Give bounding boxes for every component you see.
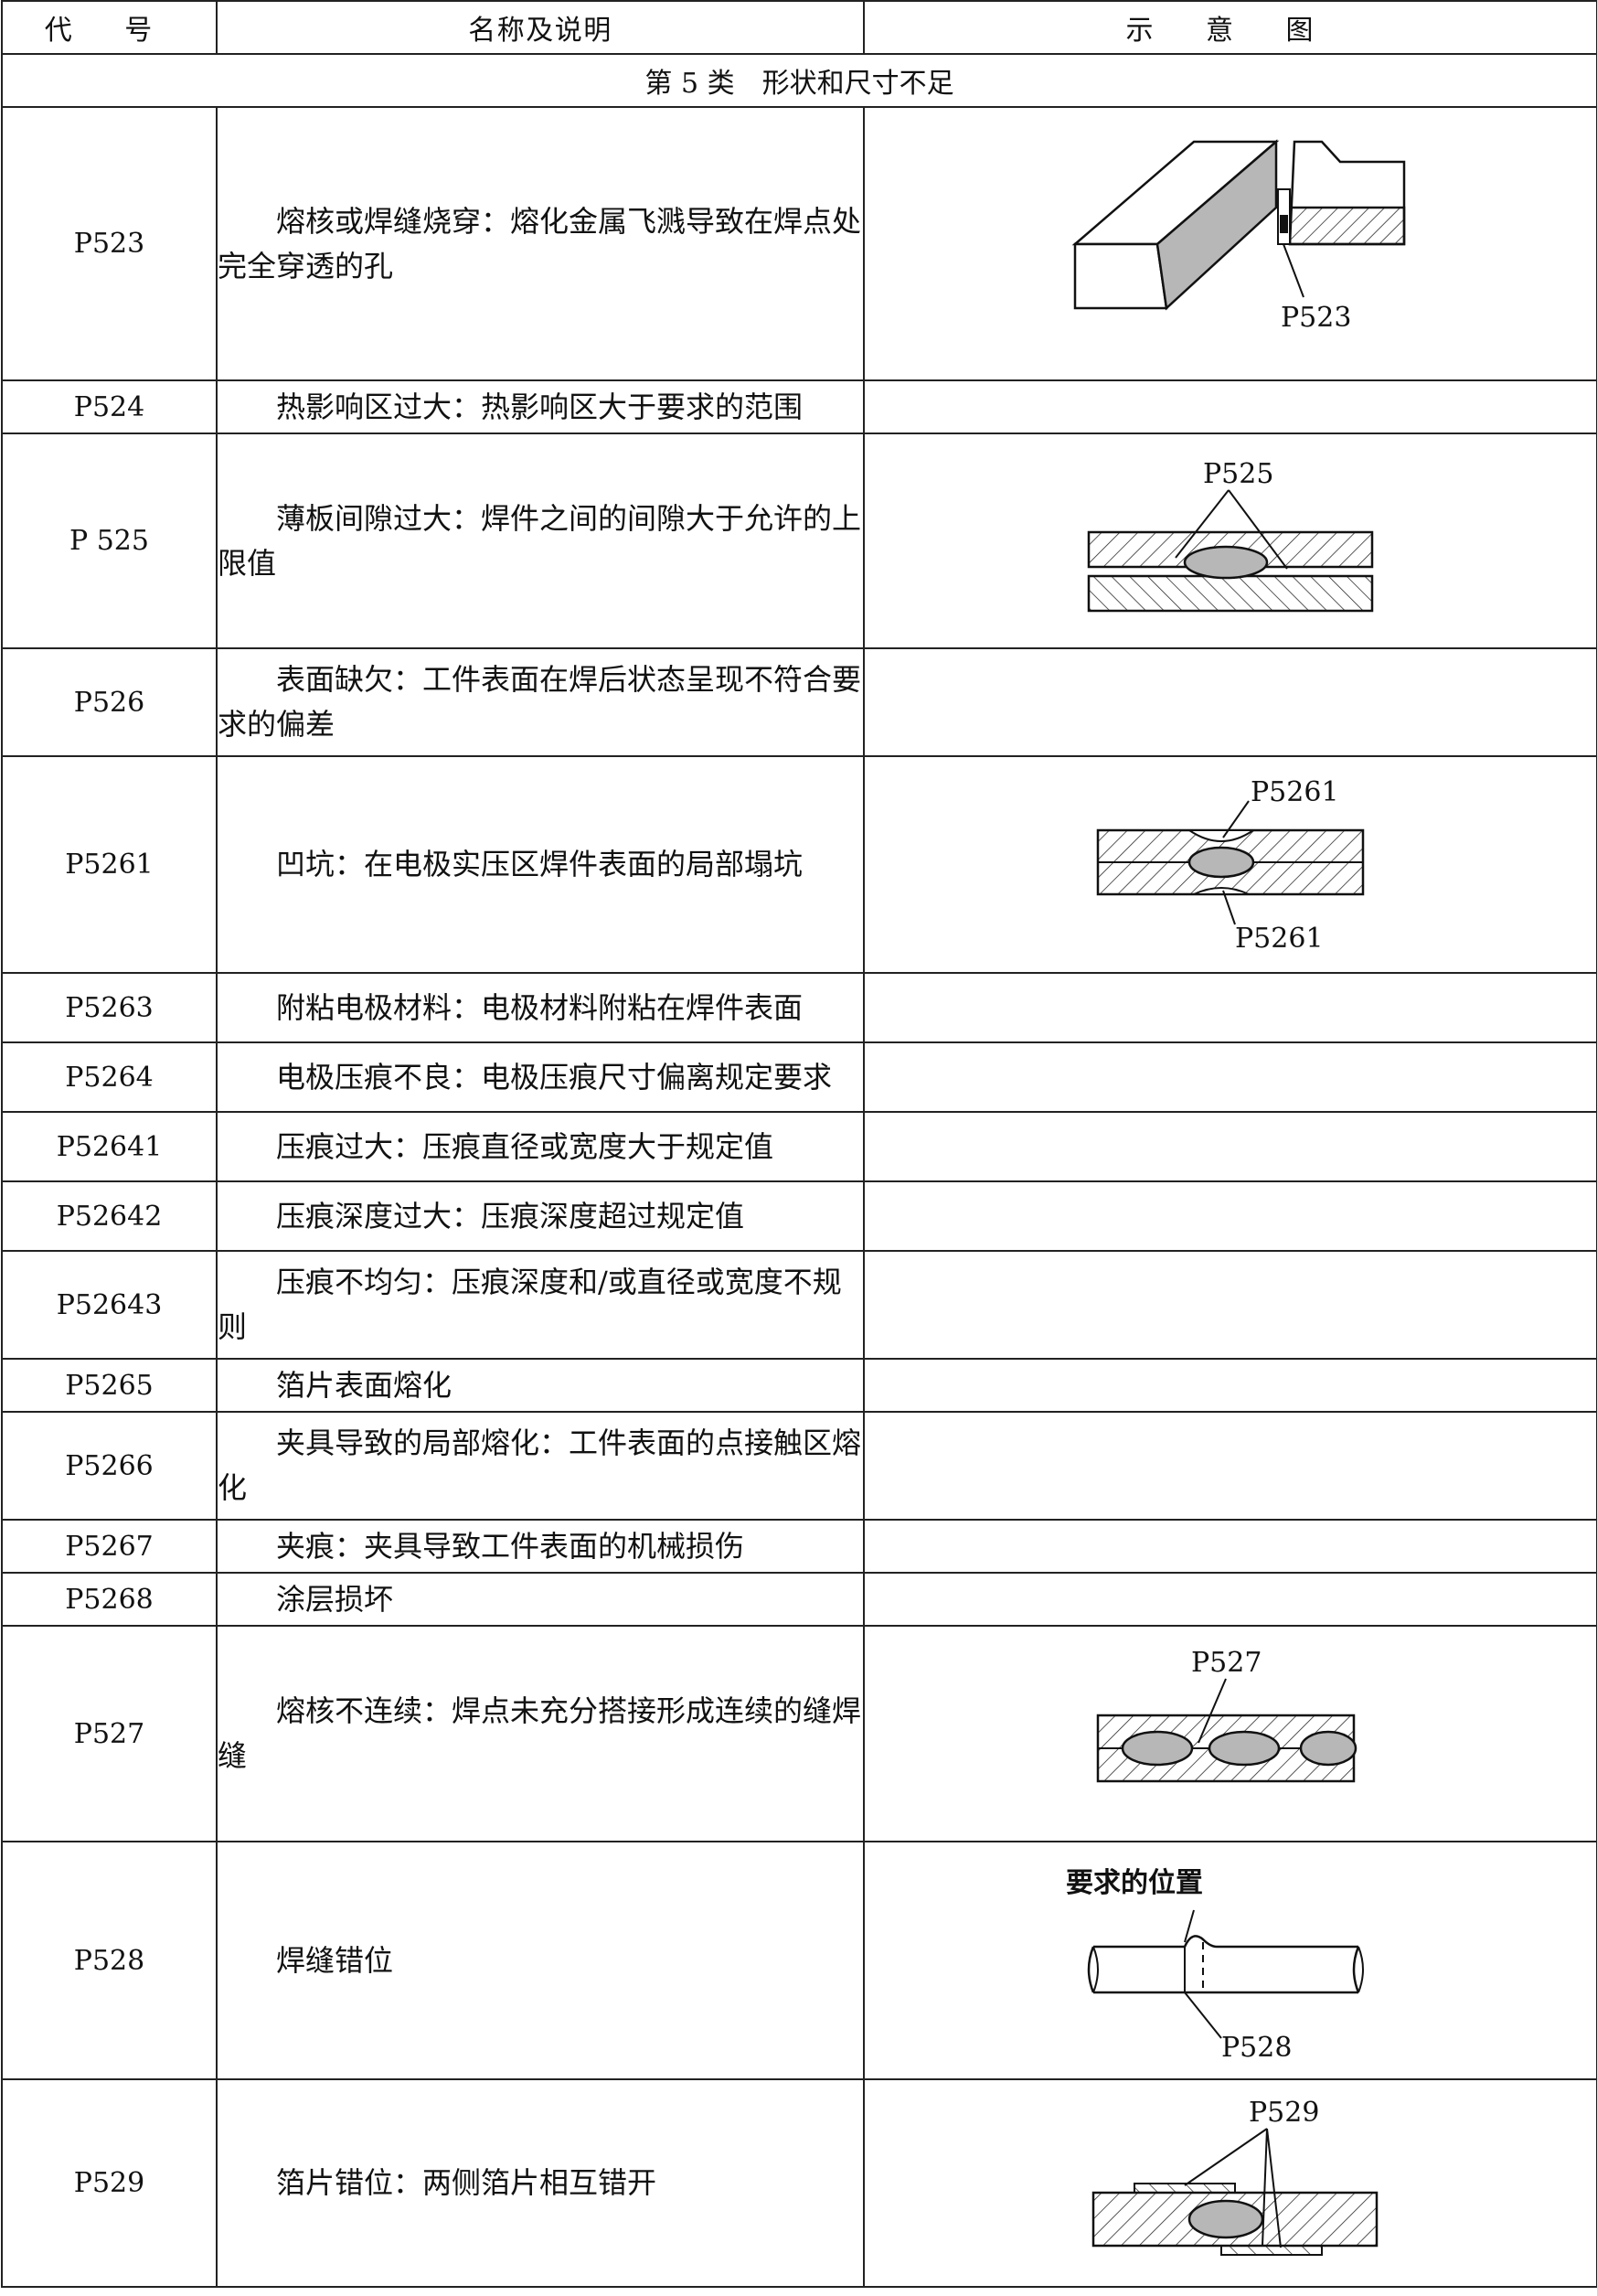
table-row: P5263 附粘电极材料：电极材料附粘在焊件表面 — [1, 972, 1597, 1043]
figure-cell — [863, 1180, 1597, 1252]
table-row: P52642 压痕深度过大：压痕深度超过规定值 — [1, 1180, 1597, 1252]
defect-code: P528 — [1, 1841, 218, 2080]
discontinuous-nugget-figure: P527 — [1096, 1647, 1357, 1783]
table-row: P5267 夹痕：夹具导致工件表面的机械损伤 — [1, 1519, 1597, 1574]
figure-cell — [863, 647, 1597, 757]
defect-description: 箔片表面熔化 — [216, 1358, 865, 1413]
table-row: P5265 箔片表面熔化 — [1, 1358, 1597, 1413]
defect-description: 熔核或焊缝烧穿：熔化金属飞溅导致在焊点处完全穿透的孔 — [216, 106, 865, 381]
defect-description: 凹坑：在电极实压区焊件表面的局部塌坑 — [216, 755, 865, 974]
defect-code: P5265 — [1, 1358, 218, 1413]
defect-code: P5268 — [1, 1572, 218, 1627]
table-row: P5268 涂层损坏 — [1, 1572, 1597, 1627]
defect-description: 热影响区过大：热影响区大于要求的范围 — [216, 379, 865, 434]
defect-description: 焊缝错位 — [216, 1841, 865, 2080]
figure-label: P523 — [1281, 302, 1351, 334]
seam-misalignment-figure: 要求的位置 P528 — [1066, 1867, 1364, 2064]
defect-description: 夹具导致的局部熔化：工件表面的点接触区熔化 — [216, 1411, 865, 1521]
header-figure: 示 意 图 — [863, 0, 1597, 55]
defect-description: 压痕深度过大：压痕深度超过规定值 — [216, 1180, 865, 1252]
defect-description: 附粘电极材料：电极材料附粘在焊件表面 — [216, 972, 865, 1043]
figure-cell — [863, 1250, 1597, 1360]
table-row: P524 热影响区过大：热影响区大于要求的范围 — [1, 379, 1597, 434]
category-row: 第 5 类 形状和尺寸不足 — [1, 53, 1597, 108]
defect-description: 薄板间隙过大：焊件之间的间隙大于允许的上限值 — [216, 433, 865, 649]
figure-cell — [863, 1111, 1597, 1182]
defect-code: P529 — [1, 2078, 218, 2288]
defect-description: 压痕过大：压痕直径或宽度大于规定值 — [216, 1111, 865, 1182]
figure-cell — [863, 1358, 1597, 1413]
defect-code: P527 — [1, 1625, 218, 1842]
required-position-label: 要求的位置 — [1066, 1867, 1203, 1899]
defect-code: P524 — [1, 379, 218, 434]
defect-code: P 525 — [1, 433, 218, 649]
defect-code: P5261 — [1, 755, 218, 974]
defect-code: P52641 — [1, 1111, 218, 1182]
table-row: P526 表面缺欠：工件表面在焊后状态呈现不符合要求的偏差 — [1, 647, 1597, 757]
table-row: P523 熔核或焊缝烧穿：熔化金属飞溅导致在焊点处完全穿透的孔 — [1, 106, 1597, 381]
figure-cell — [863, 1572, 1597, 1627]
header-description: 名称及说明 — [216, 0, 865, 55]
figure-label: P529 — [1249, 2097, 1319, 2129]
figure-cell — [863, 972, 1597, 1043]
defect-code: P523 — [1, 106, 218, 381]
figure-cell: P5261 P5261 — [863, 755, 1597, 974]
table-row: P52641 压痕过大：压痕直径或宽度大于规定值 — [1, 1111, 1597, 1182]
defect-code: P5267 — [1, 1519, 218, 1574]
indentation-figure: P5261 P5261 — [1096, 776, 1365, 955]
figure-label-bottom: P5261 — [1235, 923, 1324, 955]
table-row: P527 熔核不连续：焊点未充分搭接形成连续的缝焊缝 P527 — [1, 1625, 1597, 1842]
figure-label: P528 — [1221, 2032, 1292, 2064]
defect-description: 压痕不均匀：压痕深度和/或直径或宽度不规则 — [216, 1250, 865, 1360]
figure-cell: P525 — [863, 433, 1597, 649]
figure-cell — [863, 1041, 1597, 1113]
figure-cell — [863, 1411, 1597, 1521]
figure-cell: P529 — [863, 2078, 1597, 2288]
sheet-gap-figure: P525 — [1087, 458, 1374, 612]
defect-description: 表面缺欠：工件表面在焊后状态呈现不符合要求的偏差 — [216, 647, 865, 757]
table-row: P528 焊缝错位 要求的位置 P528 — [1, 1841, 1597, 2080]
figure-cell: P523 — [863, 106, 1597, 381]
figure-cell — [863, 1519, 1597, 1574]
defect-code: P5263 — [1, 972, 218, 1043]
defect-code: P52643 — [1, 1250, 218, 1360]
defect-code: P5266 — [1, 1411, 218, 1521]
figure-label: P525 — [1203, 458, 1273, 490]
defect-code: P526 — [1, 647, 218, 757]
table-row: P5266 夹具导致的局部熔化：工件表面的点接触区熔化 — [1, 1411, 1597, 1521]
header-code: 代 号 — [1, 0, 218, 55]
table-row: P529 箔片错位：两侧箔片相互错开 P529 — [1, 2078, 1597, 2288]
figure-cell — [863, 379, 1597, 434]
figure-cell: P527 — [863, 1625, 1597, 1842]
header-row: 代 号 名称及说明 示 意 图 — [1, 0, 1597, 55]
defect-code: P52642 — [1, 1180, 218, 1252]
table-row: P5264 电极压痕不良：电极压痕尺寸偏离规定要求 — [1, 1041, 1597, 1113]
figure-label: P527 — [1191, 1647, 1262, 1679]
defect-description: 涂层损坏 — [216, 1572, 865, 1627]
figure-cell: 要求的位置 P528 — [863, 1841, 1597, 2080]
defect-description: 电极压痕不良：电极压痕尺寸偏离规定要求 — [216, 1041, 865, 1113]
figure-label-top: P5261 — [1251, 776, 1339, 808]
foil-misalignment-figure: P529 — [1091, 2097, 1379, 2256]
burn-through-figure: P523 — [1071, 138, 1406, 334]
defect-code: P5264 — [1, 1041, 218, 1113]
defect-description: 熔核不连续：焊点未充分搭接形成连续的缝焊缝 — [216, 1625, 865, 1842]
table-row: P 525 薄板间隙过大：焊件之间的间隙大于允许的上限值 P525 — [1, 433, 1597, 649]
table-row: P5261 凹坑：在电极实压区焊件表面的局部塌坑 P5261 P5261 — [1, 755, 1597, 974]
defect-description: 夹痕：夹具导致工件表面的机械损伤 — [216, 1519, 865, 1574]
category-title: 第 5 类 形状和尺寸不足 — [1, 53, 1597, 108]
defect-description: 箔片错位：两侧箔片相互错开 — [216, 2078, 865, 2288]
table-row: P52643 压痕不均匀：压痕深度和/或直径或宽度不规则 — [1, 1250, 1597, 1360]
